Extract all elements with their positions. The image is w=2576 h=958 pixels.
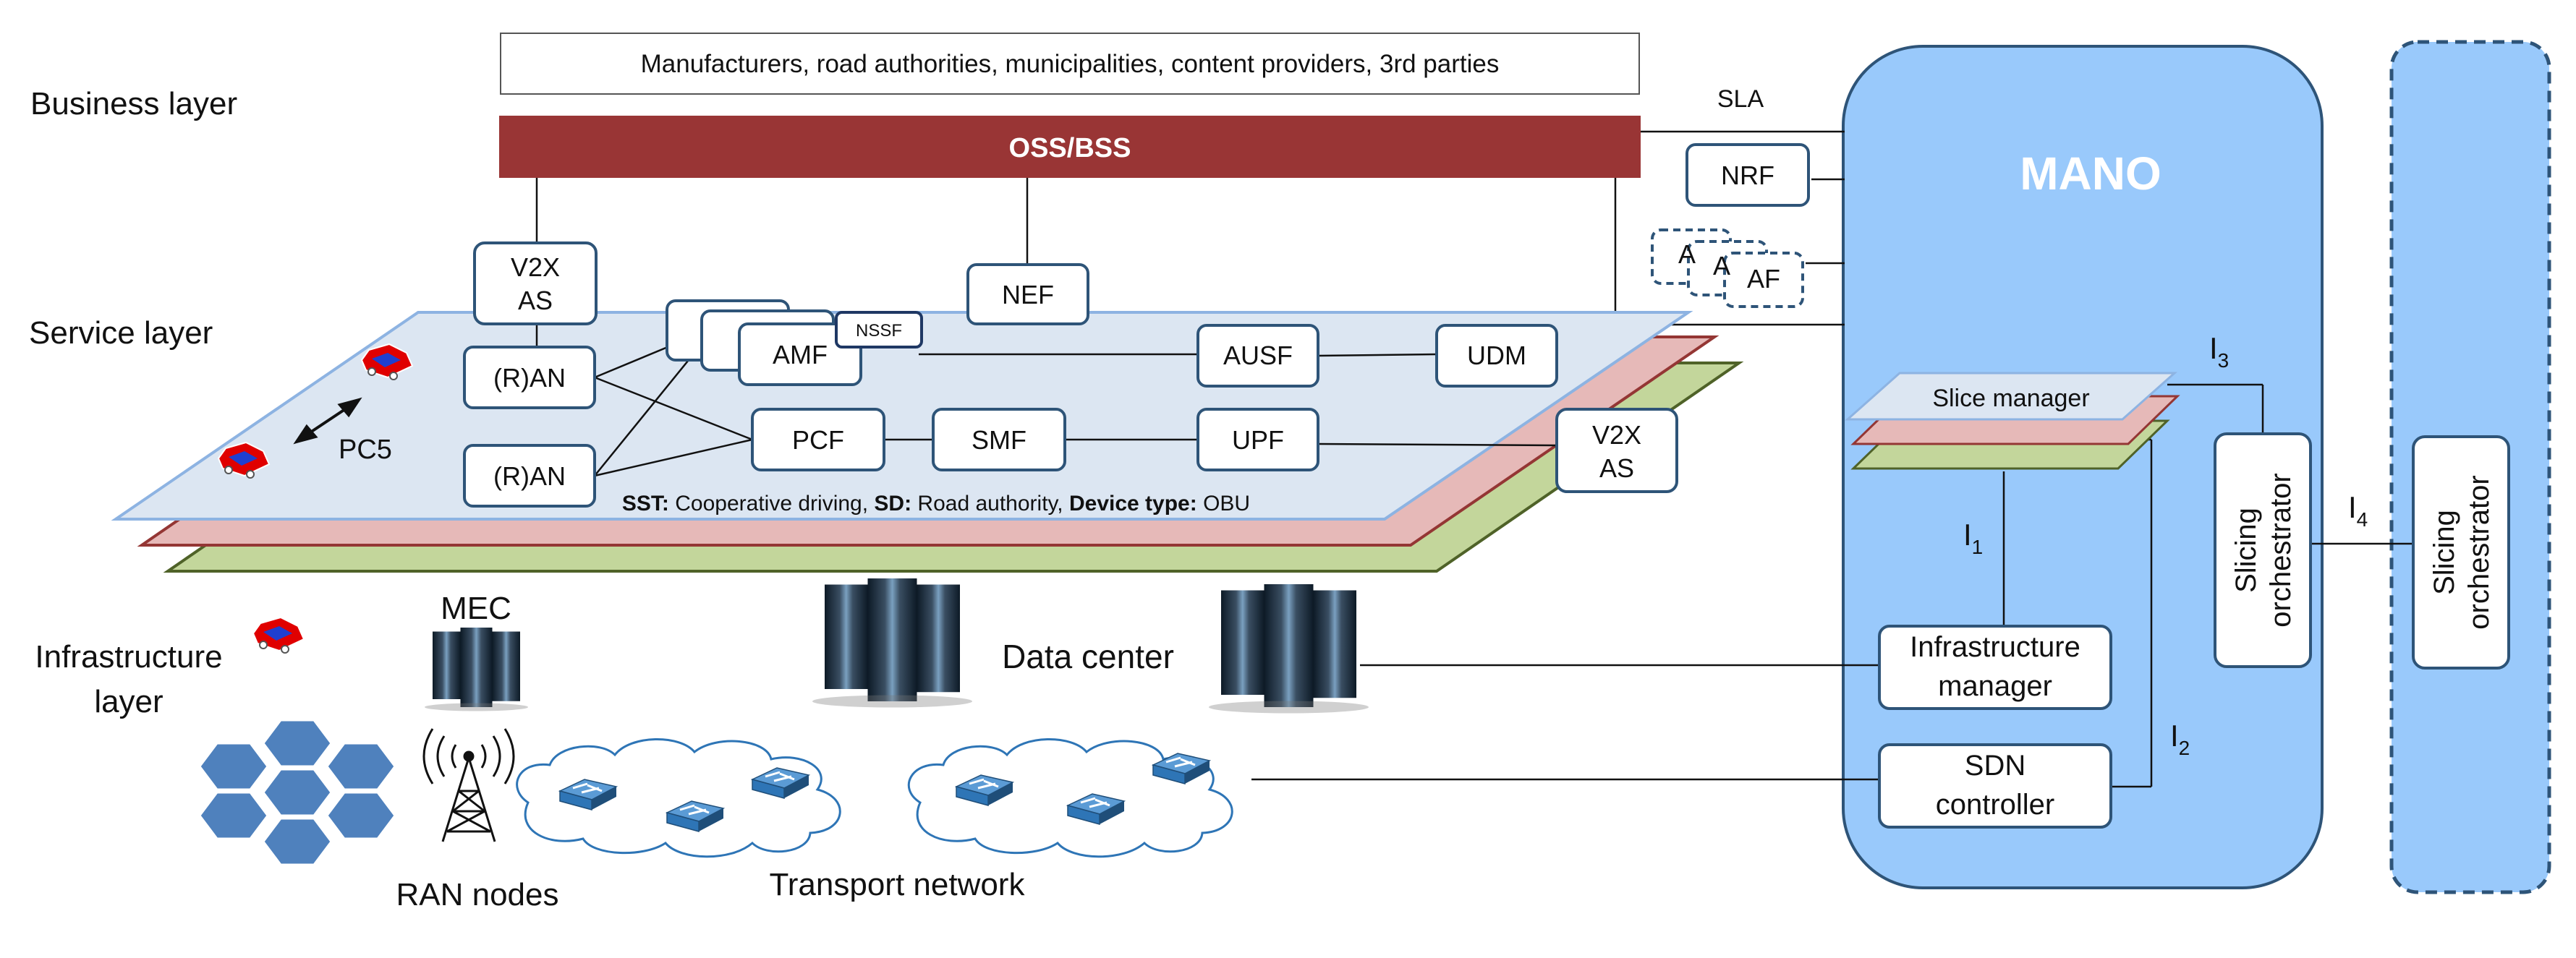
pc5-arrow [293, 397, 362, 445]
nrf-box [1686, 143, 1810, 207]
infrastructure-layer-label-1: Infrastructure [35, 639, 222, 675]
v2x-as-right-label-2: AS [1599, 453, 1634, 483]
smf-label: SMF [972, 425, 1026, 455]
svg-text:Slicing: Slicing [2230, 508, 2262, 593]
slice-description: SST: Cooperative driving, SD: Road autho… [622, 492, 1250, 516]
af-hidden-label-2: A [1713, 251, 1730, 281]
svg-text:orchestrator: orchestrator [2265, 473, 2297, 627]
mec-label: MEC [441, 591, 511, 626]
ran-hex-cells [198, 719, 396, 866]
ran-nodes-label: RAN nodes [396, 877, 558, 912]
ausf-label: AUSF [1223, 341, 1293, 370]
mano-lines [1251, 383, 2413, 788]
upf-box [1196, 408, 1319, 471]
slice-manager-plane-blue [1845, 372, 2177, 421]
v2x-as-top-label-1: V2X [511, 252, 560, 282]
nssf-box [835, 311, 923, 348]
af-hidden-label-1: A [1678, 239, 1696, 269]
ran-top-box [463, 346, 596, 409]
interface-i1-label: I1 [1963, 518, 1983, 558]
amf-box [738, 322, 862, 386]
external-orchestrator-text: Slicing orchestrator [2428, 475, 2495, 629]
oss-bss-bar [499, 116, 1641, 178]
udm-box [1435, 324, 1558, 388]
antenna-tower-icon [422, 728, 515, 842]
mano-title: MANO [2020, 147, 2161, 200]
smf-box [932, 408, 1066, 471]
business-layer-label: Business layer [30, 86, 237, 121]
infrastructure-manager-box [1878, 625, 2112, 710]
sla-label: SLA [1717, 85, 1764, 113]
transport-cloud-left [516, 738, 841, 858]
data-center-label: Data center [1002, 638, 1174, 675]
infra-manager-label-2: manager [1938, 670, 2052, 702]
sdn-label-1: SDN [1965, 750, 2025, 782]
external-slicing-orchestrator-box [2412, 435, 2510, 670]
mec-server-icon [425, 628, 528, 711]
stakeholders-box [500, 33, 1640, 95]
v2x-as-top-box [473, 241, 598, 325]
datacenter-server-icon-left [812, 578, 972, 708]
af-label: AF [1747, 264, 1780, 294]
slicing-orchestrator-box [2214, 432, 2312, 668]
transport-network-label: Transport network [770, 867, 1026, 902]
ausf-box [1196, 324, 1319, 388]
ran-bottom-label: (R)AN [493, 461, 566, 491]
v2x-as-right-box [1555, 408, 1678, 493]
pcf-label: PCF [792, 425, 844, 455]
transport-cloud-right [907, 738, 1233, 858]
interface-i4-label: I4 [2348, 490, 2368, 531]
nef-box [966, 263, 1089, 325]
oss-bss-label: OSS/BSS [1009, 133, 1131, 163]
stakeholders-text: Manufacturers, road authorities, municip… [641, 50, 1500, 78]
sdn-controller-box [1878, 743, 2112, 829]
udm-label: UDM [1467, 341, 1526, 370]
sdn-label-2: controller [1936, 789, 2055, 821]
service-layer-label: Service layer [29, 315, 213, 351]
af-dashed-front [1723, 252, 1804, 308]
nssf-label: NSSF [856, 321, 902, 341]
amf-label: AMF [773, 340, 828, 369]
svg-text:orchestrator: orchestrator [2463, 475, 2495, 629]
pc5-label: PC5 [339, 435, 392, 465]
nrf-label: NRF [1721, 161, 1774, 190]
plane-lines [535, 322, 1557, 477]
slicing-orchestrator-text: Slicing orchestrator [2230, 473, 2297, 627]
datacenter-server-icon-right [1209, 584, 1369, 714]
slice-manager-label: Slice manager [1932, 385, 2089, 412]
ran-top-label: (R)AN [493, 363, 566, 393]
upf-label: UPF [1232, 425, 1284, 455]
infrastructure-layer-label-2: layer [94, 684, 163, 719]
ran-bottom-box [463, 444, 596, 508]
v2x-as-right-label-1: V2X [1592, 420, 1641, 450]
pcf-box [751, 408, 885, 471]
interface-i3-label: I3 [2209, 331, 2229, 372]
v2x-as-top-label-2: AS [518, 286, 553, 315]
infra-manager-label-1: Infrastructure [1910, 631, 2080, 663]
interface-i2-label: I2 [2170, 719, 2190, 759]
nef-label: NEF [1002, 280, 1054, 309]
svg-text:Slicing: Slicing [2428, 510, 2460, 595]
